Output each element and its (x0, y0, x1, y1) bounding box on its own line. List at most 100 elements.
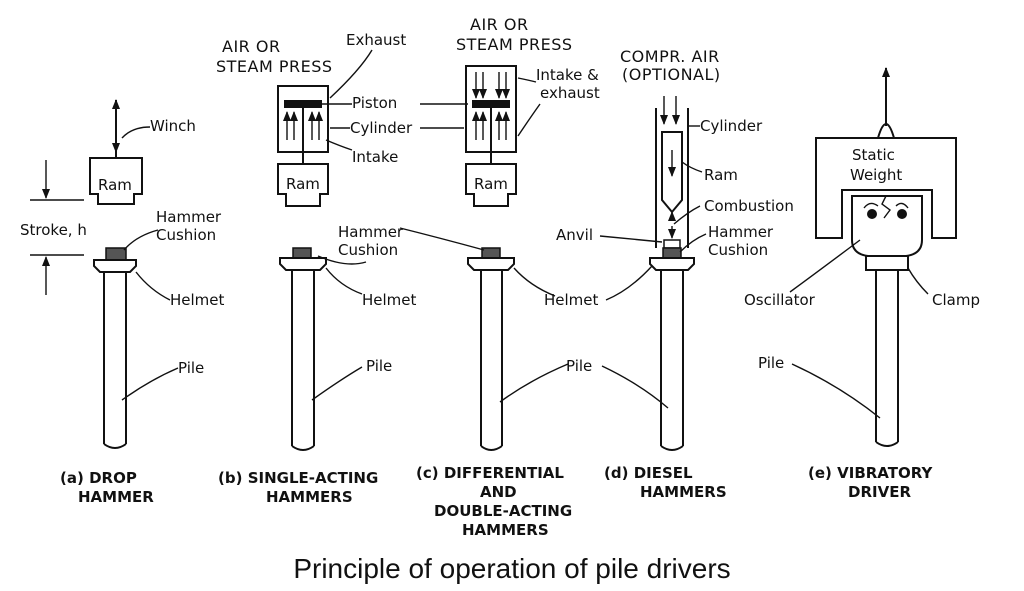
cylinder-label: Cylinder (700, 117, 763, 135)
press-label-2: STEAM PRESS (216, 57, 333, 76)
pile-label: Pile (178, 359, 204, 377)
panel-drop-hammer (30, 99, 179, 449)
anvil-leader (599, 235, 663, 243)
clamp (865, 255, 909, 271)
press-label-2: STEAM PRESS (456, 35, 573, 54)
static-weight-label-2: Weight (850, 166, 902, 184)
caption-c-line4: HAMMERS (462, 521, 549, 539)
winch-label: Winch (150, 117, 196, 135)
hammer-cushion (292, 247, 312, 259)
caption-d-line2: HAMMERS (640, 483, 727, 501)
hammer-cushion-label-1: Hammer (156, 208, 222, 226)
caption-d-line1: (d) DIESEL (604, 464, 693, 482)
pile-label: Pile (366, 357, 392, 375)
eccentric-right (897, 209, 907, 219)
compr-air-label-1: COMPR. AIR (620, 47, 720, 66)
pile-leader (499, 363, 569, 403)
rotation-left (863, 202, 879, 209)
combustion-label: Combustion (704, 197, 794, 215)
caption-c-line2: AND (480, 483, 517, 501)
cushion-leader (123, 229, 159, 251)
hammer-cushion-label-2: Cushion (338, 241, 398, 259)
pile (875, 270, 899, 442)
pile (103, 272, 127, 444)
ram-label: Ram (286, 175, 320, 193)
stroke-label: Stroke, h (20, 221, 87, 239)
pile-tip (103, 443, 127, 449)
rotation-right (895, 202, 909, 209)
helmet (649, 257, 695, 271)
pile-label: Pile (758, 354, 784, 372)
caption-a-line1: (a) DROP (60, 469, 137, 487)
helmet (467, 257, 515, 271)
lifting-eye (877, 123, 895, 139)
pile-leader (121, 367, 179, 401)
panel-vibratory (789, 67, 957, 447)
oscillator (851, 195, 923, 257)
panel-single-acting (277, 49, 373, 451)
caption-c-line1: (c) DIFFERENTIAL (416, 464, 564, 482)
ram-label: Ram (98, 176, 132, 194)
piston (472, 100, 510, 108)
helmet-leader (513, 267, 556, 297)
pile (660, 270, 684, 446)
cushion-leader (679, 233, 707, 253)
oscillator-leader (789, 239, 861, 293)
winch-leader (121, 126, 151, 139)
exhaust-leader (329, 49, 373, 99)
intake-exhaust-label-2: exhaust (540, 84, 600, 102)
helmet-leader (325, 267, 363, 295)
cylinder-wall (655, 108, 689, 248)
ram-block (277, 163, 329, 207)
pile-tip (480, 445, 503, 451)
ram-label: Ram (474, 175, 508, 193)
cylinder-label: Cylinder (350, 119, 413, 137)
caption-e-line1: (e) VIBRATORY (808, 464, 933, 482)
caption-a-line2: HAMMER (78, 488, 154, 506)
pile-tip (660, 445, 684, 451)
helmet-leader-d (605, 265, 653, 301)
helmet-leader (135, 271, 171, 301)
ram-leader (681, 161, 703, 173)
helmet (93, 259, 137, 273)
pile-leader-d (601, 365, 669, 409)
oscillator-label: Oscillator (744, 291, 816, 309)
pile-label: Pile (566, 357, 592, 375)
hammer-cushion (481, 247, 501, 259)
pile (291, 270, 315, 446)
exhaust-label: Exhaust (346, 31, 406, 49)
intake-exhaust-label-1: Intake & (536, 66, 599, 84)
cushion-leader (399, 227, 485, 251)
anvil (663, 239, 681, 249)
hammer-cushion-label-1: Hammer (708, 223, 774, 241)
caption-b-line2: HAMMERS (266, 488, 353, 506)
clamp-leader (907, 267, 929, 295)
spring (881, 195, 891, 219)
caption-b-line1: (b) SINGLE-ACTING (218, 469, 378, 487)
hammer-cushion-label-2: Cushion (708, 241, 768, 259)
pile-tip (875, 441, 899, 447)
press-label-1: AIR OR (222, 37, 281, 56)
caption-e-line2: DRIVER (848, 483, 911, 501)
caption-c-line3: DOUBLE-ACTING (434, 502, 572, 520)
piston (284, 100, 322, 108)
intake-leader (325, 139, 353, 151)
helmet-label: Helmet (544, 291, 599, 309)
hammer-cushion (662, 247, 682, 259)
pile-leader (791, 363, 881, 419)
cushion-leader (317, 255, 367, 265)
ram-block (89, 157, 143, 205)
static-weight-label-1: Static (852, 146, 895, 164)
hammer-cushion-label-2: Cushion (156, 226, 216, 244)
hammer-cushion-label-1: Hammer (338, 223, 404, 241)
ram-block (465, 163, 517, 207)
helmet (279, 257, 327, 271)
static-weight (815, 137, 957, 239)
helmet-label: Helmet (362, 291, 417, 309)
pile-leader (311, 366, 363, 401)
compr-air-label-2: (OPTIONAL) (622, 65, 721, 84)
panel-diesel (599, 96, 707, 451)
figure-title: Principle of operation of pile drivers (293, 553, 730, 584)
press-label-1: AIR OR (470, 15, 529, 34)
